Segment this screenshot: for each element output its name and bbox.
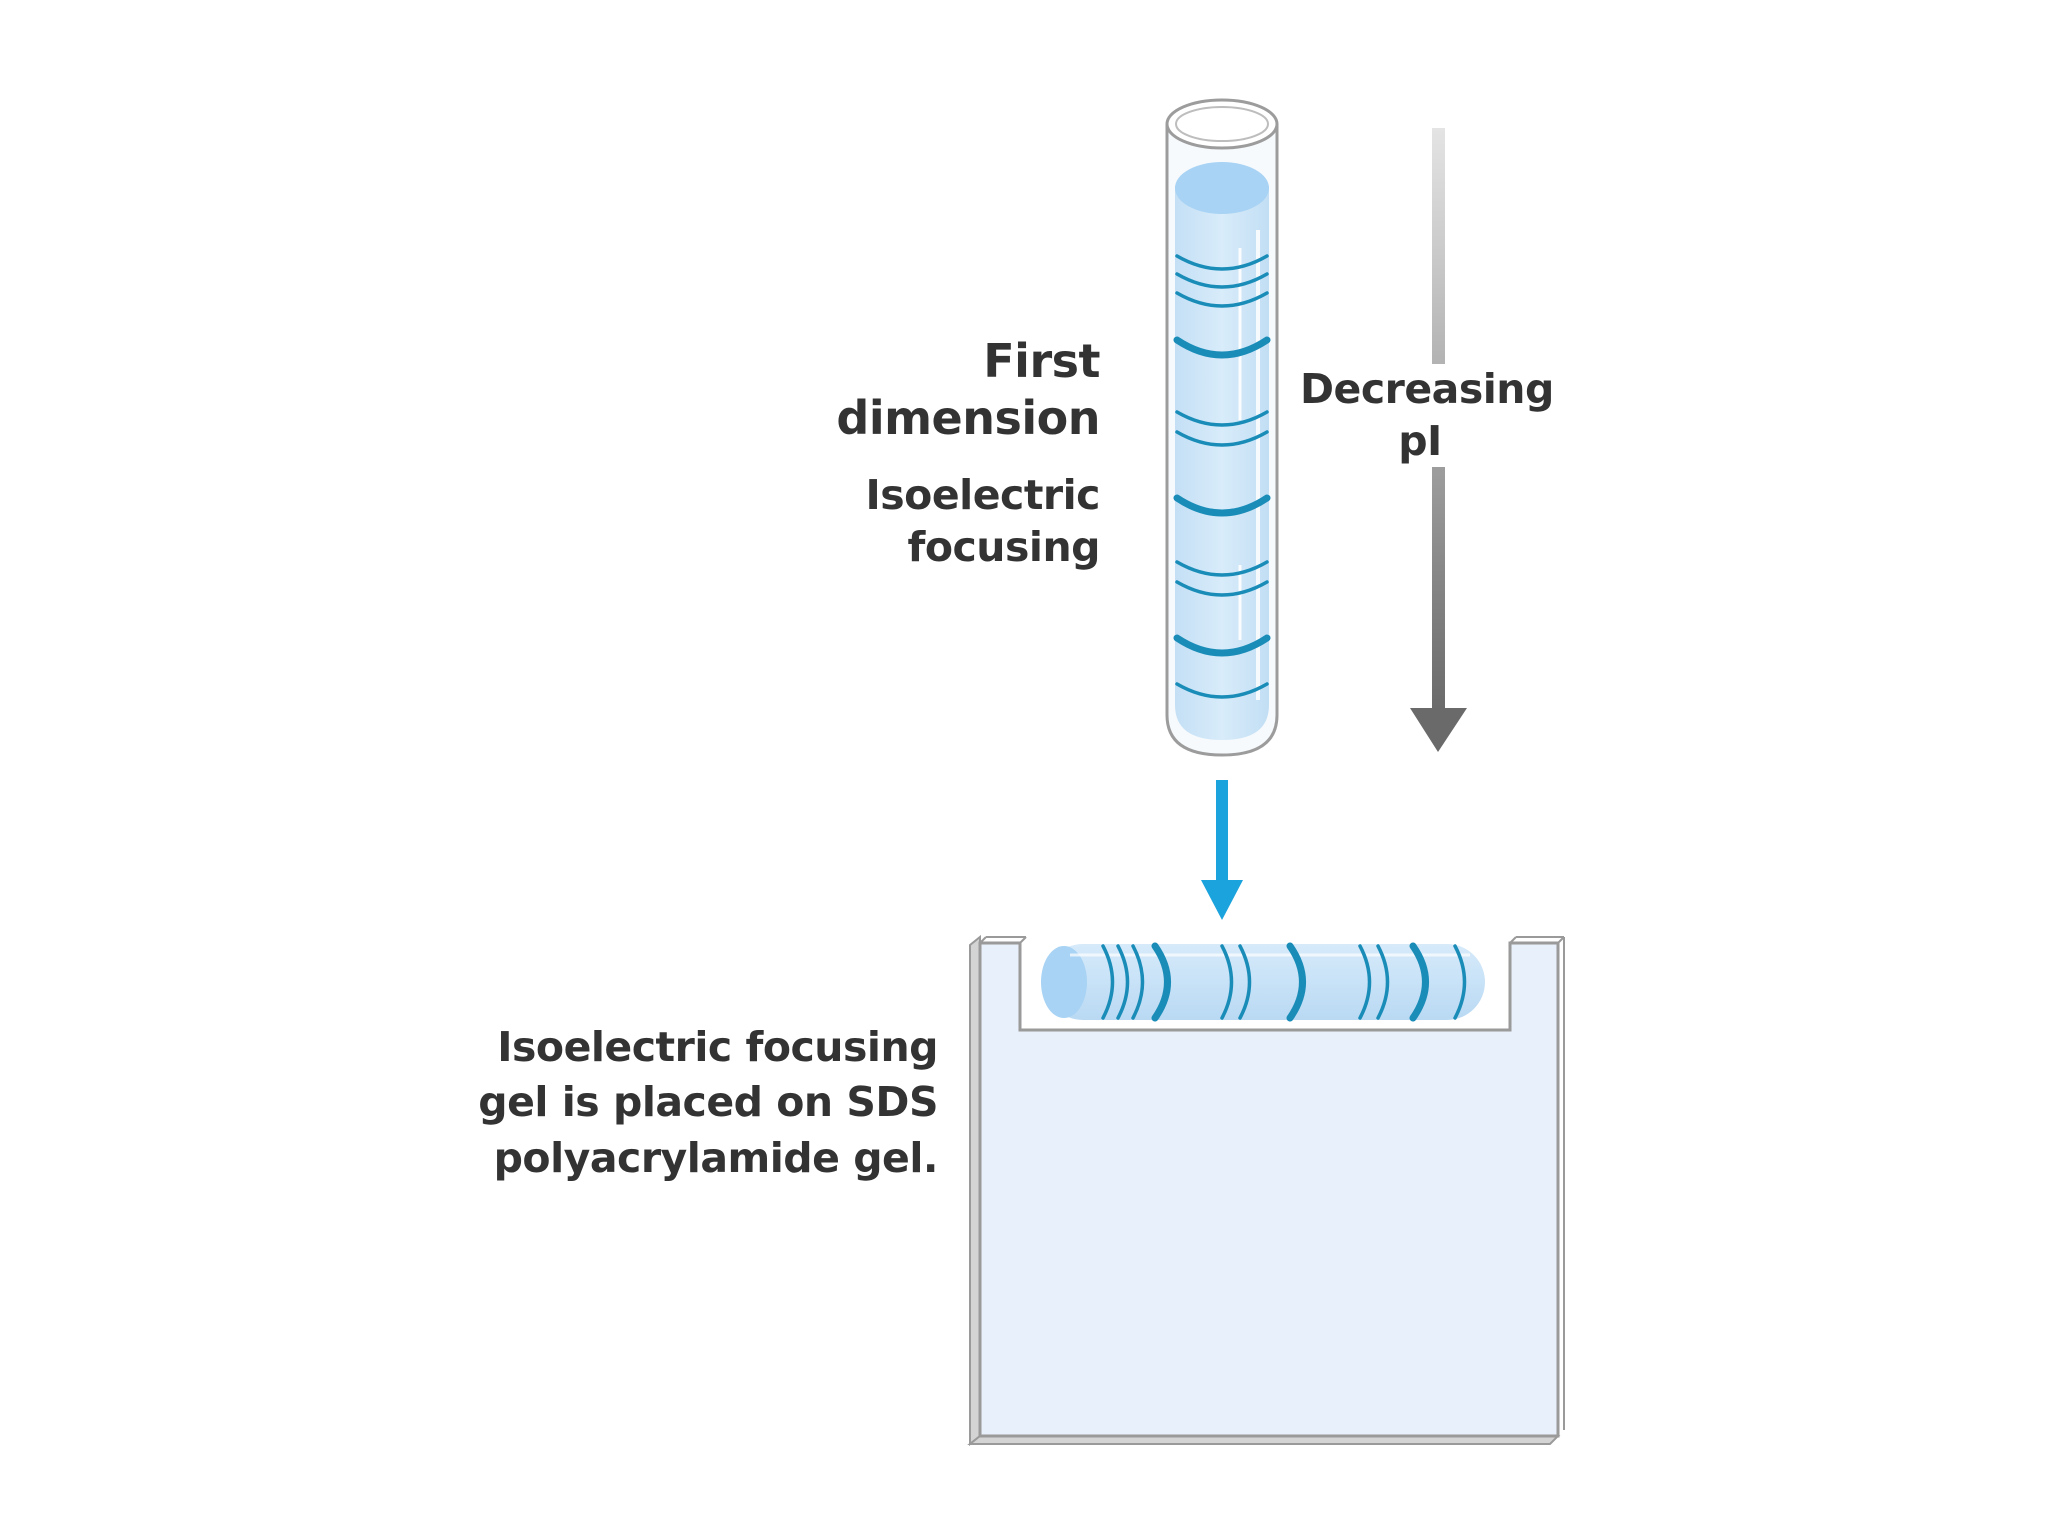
isoelectric-focusing-line-2: focusing xyxy=(907,522,1101,571)
gel-caption-label: Isoelectric focusing gel is placed on SD… xyxy=(478,1020,938,1186)
roll-band xyxy=(1101,944,1115,1020)
roll-band xyxy=(1116,944,1130,1020)
first-dimension-line-2: dimension xyxy=(836,390,1100,445)
roll-band xyxy=(1376,944,1390,1020)
tube-band xyxy=(1175,410,1269,427)
tube-band xyxy=(1175,560,1269,577)
tube-band xyxy=(1175,291,1269,308)
isoelectric-focusing-line-1: Isoelectric xyxy=(865,471,1101,519)
down-arrow-icon xyxy=(1201,780,1243,920)
tube-band xyxy=(1175,580,1269,597)
roll-band xyxy=(1453,944,1467,1020)
roll-band xyxy=(1151,942,1171,1022)
roll-band xyxy=(1131,944,1145,1020)
horizontal-ief-gel-icon xyxy=(1041,944,1485,1020)
roll-band xyxy=(1220,944,1234,1020)
tube-bands xyxy=(1173,254,1271,699)
first-dimension-line-1: First xyxy=(983,334,1100,388)
tube-band xyxy=(1175,272,1269,289)
decreasing-pi-line-1: Decreasing xyxy=(1300,365,1554,413)
roll-band xyxy=(1409,942,1429,1022)
decreasing-pi-line-2: pI xyxy=(1398,416,1442,465)
tube-band xyxy=(1175,430,1269,447)
tube-band xyxy=(1173,336,1271,359)
roll-band xyxy=(1358,944,1372,1020)
gel-slab-icon xyxy=(967,934,1565,1447)
tube-band xyxy=(1175,682,1269,699)
roll-bands xyxy=(1101,942,1467,1022)
first-dimension-label: First dimension xyxy=(836,333,1100,446)
roll-band xyxy=(1286,942,1306,1022)
tube-band xyxy=(1173,494,1271,517)
decreasing-pi-label: Decreasing pI xyxy=(1300,364,1554,468)
gel-caption-line-1: Isoelectric focusing xyxy=(497,1023,938,1071)
roll-band xyxy=(1238,944,1252,1020)
gel-caption-line-3: polyacrylamide gel. xyxy=(493,1133,939,1182)
tube-band xyxy=(1175,254,1269,271)
glass-tube-icon xyxy=(1165,98,1279,757)
tube-band xyxy=(1173,634,1271,657)
isoelectric-focusing-label: Isoelectric focusing xyxy=(865,470,1101,573)
gel-caption-line-2: gel is placed on SDS xyxy=(478,1078,938,1127)
